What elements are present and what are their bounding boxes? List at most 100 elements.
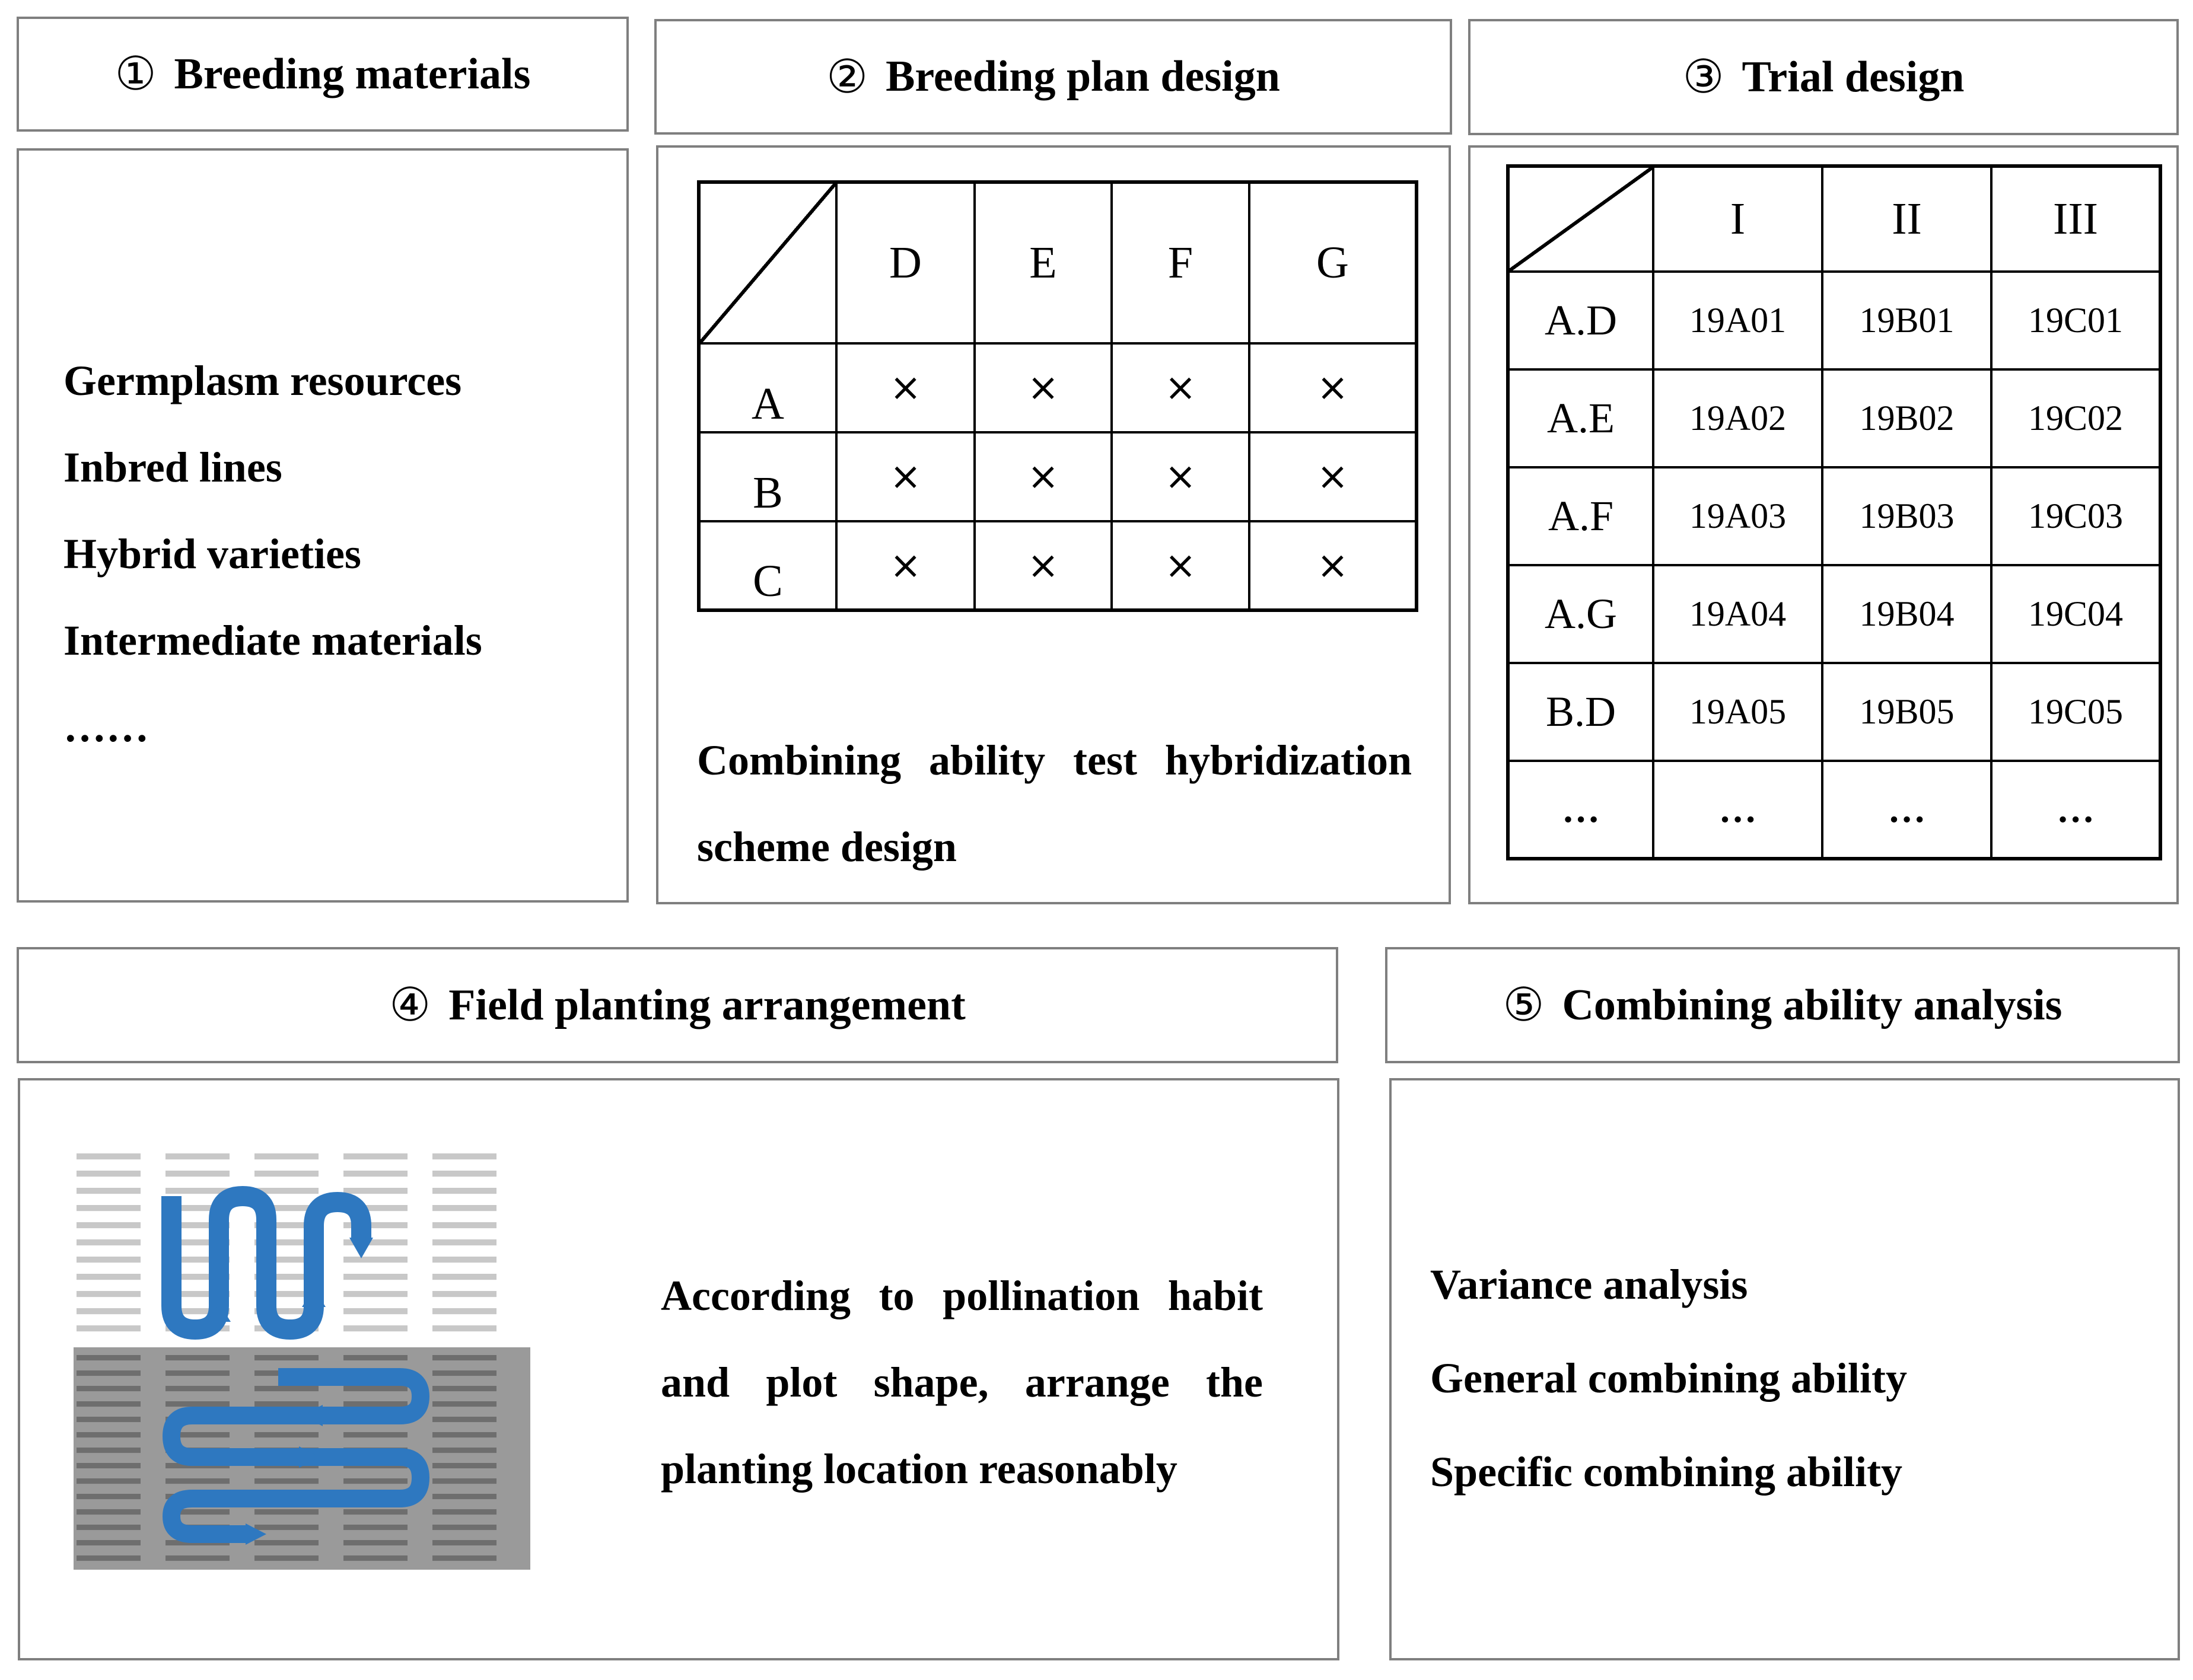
combining-ability-header: ⑤ Combining ability analysis: [1385, 947, 2180, 1063]
plot-label-placeholder: [254, 1171, 319, 1177]
plot-code: 19B03: [1821, 466, 1993, 566]
plot-label-placeholder: [254, 1153, 319, 1160]
plot-label-placeholder: [77, 1370, 141, 1376]
plot-label-placeholder: [165, 1188, 230, 1194]
column-header: G: [1248, 181, 1418, 345]
plot-label-placeholder: [254, 1540, 319, 1546]
plot-label-placeholder: [77, 1448, 141, 1453]
column-header: D: [835, 181, 976, 345]
plot-code: 19C01: [1990, 270, 2162, 371]
cross-mark: ×: [835, 431, 976, 522]
plot-label-placeholder: [432, 1555, 496, 1561]
plot-label-placeholder: [343, 1432, 408, 1438]
plot-label-placeholder: [254, 1257, 319, 1263]
combining-ability-list: Variance analysis General combining abil…: [1430, 1238, 1907, 1519]
row-header: B: [698, 431, 838, 522]
field-planting-description: According to pollination habit and plot …: [661, 1252, 1263, 1512]
plot-label-placeholder: [432, 1291, 496, 1298]
plot-label-placeholder: [432, 1448, 496, 1453]
plot-label-placeholder: [432, 1153, 496, 1160]
plot-label-placeholder: [165, 1239, 230, 1246]
plot-label-placeholder: [343, 1325, 408, 1332]
plot-label-placeholder: [432, 1463, 496, 1469]
hybridization-caption: Combining ability test hybridization sch…: [697, 717, 1412, 890]
plot-label-placeholder: [343, 1540, 408, 1546]
breeding-materials-list: Germplasm resources Inbred lines Hybrid …: [63, 337, 482, 770]
breeding-materials-header: ① Breeding materials: [17, 17, 629, 132]
serpentine-horizontal-arrow: [163, 1368, 429, 1545]
plot-label-placeholder: [165, 1308, 230, 1315]
column-header: II: [1821, 165, 1993, 273]
plot-label-placeholder: [254, 1386, 319, 1392]
serpentine-vertical-arrow: [161, 1186, 373, 1340]
caption-line: Combining ability test hybridization: [697, 737, 1412, 784]
plot-label-placeholder: [343, 1555, 408, 1561]
plot-label-placeholder: [343, 1222, 408, 1229]
table-corner: [698, 181, 838, 345]
plot-code: 19A05: [1652, 662, 1823, 762]
plot-label-placeholder: [254, 1478, 319, 1484]
plot-label-placeholder: [77, 1291, 141, 1298]
field-planting-panel: According to pollination habit and plot …: [18, 1078, 1339, 1660]
plot-label-placeholder: [165, 1370, 230, 1376]
plot-code: …: [1990, 760, 2162, 860]
step-1-number: ①: [114, 48, 157, 100]
plot-label-placeholder: [432, 1308, 496, 1315]
list-item: Intermediate materials: [63, 617, 482, 664]
row-header: A.F: [1507, 466, 1654, 566]
plot-code: 19A01: [1652, 270, 1823, 371]
plot-label-placeholder: [343, 1291, 408, 1298]
field-planting-map: [74, 1153, 530, 1570]
description-line: According to pollination habit: [661, 1272, 1263, 1319]
combining-ability-panel: Variance analysis General combining abil…: [1389, 1078, 2180, 1660]
plot-label-placeholder: [343, 1386, 408, 1392]
row-header: …: [1507, 760, 1654, 860]
plot-label-placeholder: [432, 1386, 496, 1392]
list-item: Germplasm resources: [63, 357, 462, 404]
step-3-number: ③: [1682, 51, 1724, 103]
plot-label-placeholder: [432, 1401, 496, 1407]
plot-code: 19A04: [1652, 564, 1823, 664]
cross-mark: ×: [973, 431, 1113, 522]
plot-label-placeholder: [343, 1171, 408, 1177]
trial-design-panel: I II III A.D 19A01 19B01 19C01 A.E 19A02…: [1468, 145, 2179, 904]
step-2-number: ②: [826, 50, 868, 103]
breeding-materials-panel: Germplasm resources Inbred lines Hybrid …: [17, 148, 629, 903]
description-line: planting location reasonably: [661, 1445, 1177, 1493]
trial-table: I II III A.D 19A01 19B01 19C01 A.E 19A02…: [1506, 164, 2162, 860]
plot-label-placeholder: [165, 1171, 230, 1177]
plot-label-placeholder: [165, 1401, 230, 1407]
plot-label-placeholder: [432, 1370, 496, 1376]
plot-label-placeholder: [77, 1355, 141, 1361]
plot-code: 19C02: [1990, 368, 2162, 468]
plot-label-placeholder: [343, 1355, 408, 1361]
hybridization-table: D E F G A × × × × B × × × × C × × × ×: [697, 180, 1418, 612]
plot-label-placeholder: [165, 1509, 230, 1515]
plot-label-placeholder: [343, 1257, 408, 1263]
cross-mark: ×: [1248, 520, 1418, 611]
plot-label-placeholder: [77, 1494, 141, 1500]
list-item: Variance analysis: [1430, 1261, 1748, 1308]
plot-label-placeholder: [77, 1417, 141, 1423]
plot-code: 19B02: [1821, 368, 1993, 468]
plot-label-placeholder: [343, 1153, 408, 1160]
plot-label-placeholder: [77, 1386, 141, 1392]
plot-label-placeholder: [77, 1525, 141, 1531]
plot-label-placeholder: [77, 1274, 141, 1280]
breeding-plan-panel: D E F G A × × × × B × × × × C × × × × Co…: [656, 145, 1451, 904]
breeding-materials-title: Breeding materials: [174, 49, 531, 98]
plot-label-placeholder: [432, 1509, 496, 1515]
plot-label-placeholder: [77, 1401, 141, 1407]
caption-line: scheme design: [697, 823, 957, 871]
list-item: Inbred lines: [63, 444, 282, 491]
plot-label-placeholder: [165, 1257, 230, 1263]
plot-label-placeholder: [254, 1308, 319, 1315]
plot-label-placeholder: [77, 1153, 141, 1160]
plot-label-placeholder: [254, 1401, 319, 1407]
plot-label-placeholder: [432, 1239, 496, 1246]
plot-label-placeholder: [343, 1401, 408, 1407]
plot-code: 19A02: [1652, 368, 1823, 468]
plot-label-placeholder: [432, 1257, 496, 1263]
column-header: F: [1110, 181, 1250, 345]
plot-code: …: [1652, 760, 1823, 860]
